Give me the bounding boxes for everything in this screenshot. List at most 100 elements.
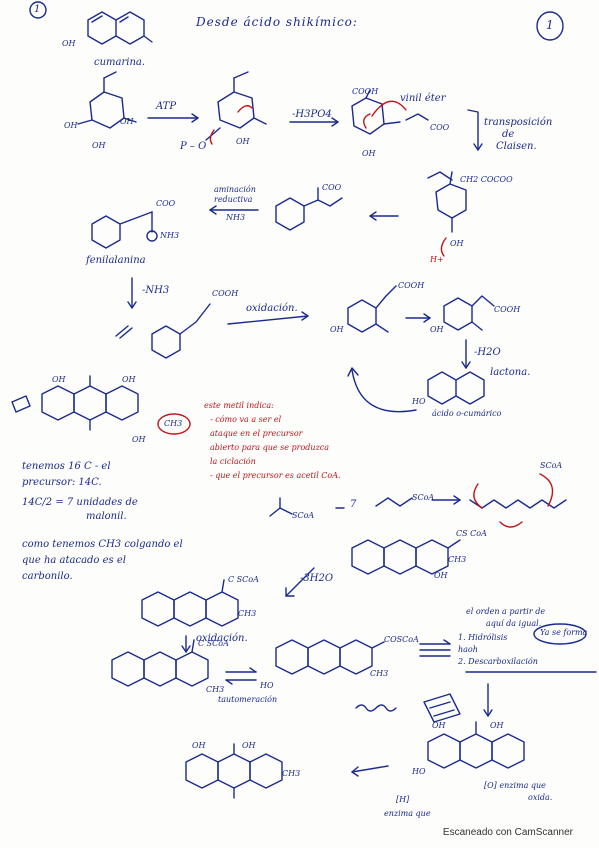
polyketide-chain-structure — [469, 473, 567, 528]
coumarin-structure — [87, 11, 153, 45]
vinyl-ether-structure — [351, 89, 429, 135]
hydroxycinnamic-oh: OH — [330, 325, 344, 334]
final-oh-left: OH — [192, 741, 206, 750]
shikimic-oh-bottom: OH — [92, 141, 106, 150]
minus-h3po4-label: -H3PO4 — [292, 109, 332, 120]
minus-3h2o-label: -3H2O — [300, 573, 334, 584]
oxidized-cscoa-label: C SCoA — [198, 639, 229, 648]
lactone-ho: HO — [412, 397, 426, 406]
scanner-footer: Escaneado con CamScanner — [442, 827, 573, 838]
final-oh-right: OH — [242, 741, 256, 750]
page-title: Desde ácido shikímico: — [196, 15, 358, 29]
minus-h2o-label: -H2O — [474, 347, 501, 358]
prephenate-ch2-label: CH2 COCOO — [460, 175, 513, 184]
oxidized-intermediate-structure — [111, 639, 209, 687]
phosphate-intermediate-structure — [205, 71, 267, 145]
tenemos-line-2: precursor: 14C. — [22, 477, 102, 488]
como-line-3: carbonilo. — [22, 571, 73, 582]
tautomeracion-label: tautomeración — [218, 695, 278, 704]
aromatic-anthracene-structure — [275, 639, 385, 675]
red-note-line-1: este metil indica: — [204, 401, 274, 410]
cinnamic-cooh: COOH — [212, 289, 239, 298]
calc-line-2: malonil. — [86, 511, 127, 522]
anthrone-structure — [427, 721, 525, 769]
page-number-left: 1 — [34, 4, 41, 15]
anthracene-oh-bottom: OH — [132, 435, 146, 444]
phenylpyruvate-coo: COO — [322, 183, 342, 192]
boxed-note-label: Ya se forma — [540, 628, 588, 637]
boxed-note-outline — [533, 623, 587, 645]
scribble-mark — [11, 395, 31, 413]
aromatic-ch3-label: CH3 — [238, 609, 257, 618]
hydroxycinnamic-structure — [347, 285, 397, 333]
vinyl-cooh: COOH — [352, 87, 379, 96]
phenylpyruvate-structure — [275, 187, 343, 231]
phenylalanine-structure — [91, 211, 158, 249]
nh3-label: NH3 — [226, 213, 246, 222]
o-label: [O] enzima que — [484, 781, 546, 790]
page-number-circle-left — [29, 1, 47, 19]
tricyclic-oh-label: OH — [434, 571, 448, 580]
paso-1b-label: haoh — [458, 645, 478, 654]
como-line-1: como tenemos CH3 colgando el — [22, 539, 183, 550]
aromatic-ch3-2-label: CH3 — [370, 669, 389, 678]
aromatic-cscoa-label: C SCoA — [228, 575, 259, 584]
seven-label: 7 — [350, 499, 357, 510]
final-anthraquinone-structure — [185, 743, 283, 799]
lactone-structure — [427, 371, 485, 405]
oxidacion2-label: oxidación. — [196, 633, 248, 644]
cinnamic-acid-structure — [115, 303, 211, 359]
acido-o-cumarico-label: ácido o-cumárico — [432, 409, 502, 418]
paso-2-label: 2. Descarboxilación — [458, 657, 538, 666]
aromatic-ho-label: HO — [260, 681, 274, 690]
tricyclic-cscoa-label: CS CoA — [456, 529, 487, 538]
cis-oh: OH — [430, 325, 444, 334]
red-note-line-4: abierto para que se produzca — [210, 443, 330, 452]
cumarina-label: cumarina. — [94, 57, 146, 68]
atp-label: ATP — [156, 101, 177, 112]
arrow-oxidacion — [227, 315, 309, 325]
p-o-label: P – O — [180, 141, 207, 152]
aromatic-intermediate-structure — [141, 579, 239, 627]
fenilalanina-label: fenilalanina — [86, 255, 146, 266]
red-note-line-2: - cómo va a ser el — [210, 415, 282, 424]
shikimic-acid-structure — [77, 71, 137, 129]
ch3-label: CH3 — [164, 419, 183, 428]
red-note-line-3: ataque en el precursor — [210, 429, 303, 438]
transposicion-label: transposición — [484, 117, 553, 128]
vinyl-oh: OH — [362, 149, 376, 158]
reductiva-label: reductiva — [214, 195, 253, 204]
vinil-eter-label: vinil éter — [400, 93, 446, 104]
lactona-label: lactona. — [490, 367, 531, 378]
ch3-highlight — [157, 413, 191, 435]
h-label: [H] — [396, 795, 410, 804]
aminacion-label: aminación — [214, 185, 256, 194]
como-line-2: que ha atacado es el — [22, 555, 126, 566]
anthracene-precursor-structure — [41, 375, 139, 431]
oxidacion-label: oxidación. — [246, 303, 298, 314]
coscoa-label: COSCoA — [384, 635, 419, 644]
paso-1-label: 1. Hidrólisis — [458, 633, 508, 642]
page-number-circle-right — [536, 11, 564, 41]
acetyl-scoa-label: SCoA — [292, 511, 315, 520]
arrow-to-final — [351, 765, 389, 773]
acetyl-scoa-structure — [269, 507, 293, 517]
minus-nh3-label: -NH3 — [142, 285, 170, 296]
anthrone-oh-left: OH — [432, 721, 446, 730]
arrow-claisen — [467, 109, 479, 151]
malonyl-scoa-label: SCoA — [412, 493, 435, 502]
shikimic-oh-left: OH — [64, 121, 78, 130]
anthrone-oh-right: OH — [490, 721, 504, 730]
tricyclic-ch3-label: CH3 — [448, 555, 467, 564]
h-plus-label: H+ — [430, 255, 444, 264]
page-number-right: 1 — [546, 18, 554, 32]
prephenate-oh: OH — [450, 239, 464, 248]
hydroxycinnamic-cooh: COOH — [398, 281, 425, 290]
polyketide-scoa-label: SCoA — [540, 461, 563, 470]
cumarina-oh: OH — [62, 39, 76, 48]
anthrone-ho: HO — [412, 767, 426, 776]
arrow-multistep — [419, 639, 451, 657]
final-ch3: CH3 — [282, 769, 301, 778]
